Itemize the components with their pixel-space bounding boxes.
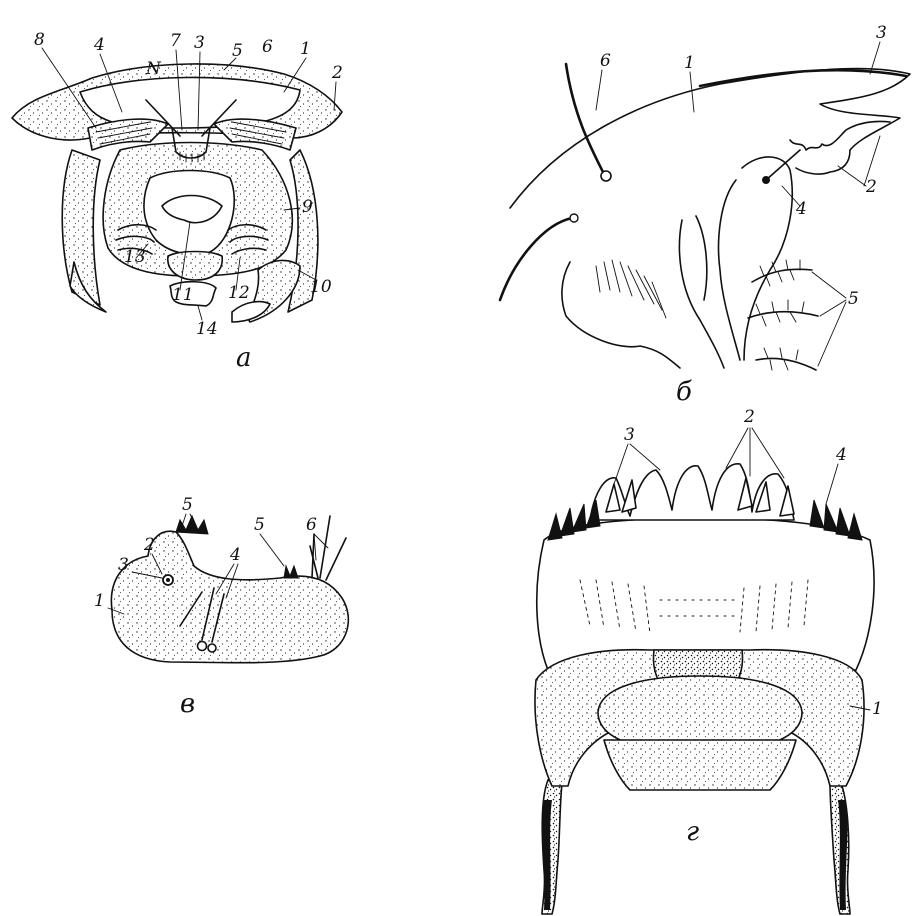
panel-b-seta-lower	[500, 218, 572, 300]
panel-v-label-5b: 5	[254, 515, 265, 535]
panel-b-label-2: 2	[865, 177, 877, 197]
panel-a-label-12: 12	[228, 283, 250, 303]
panel-b-label-6: 6	[600, 51, 611, 71]
panel-a-label-3: 3	[194, 33, 205, 53]
panel-a-label-7: 7	[170, 31, 181, 51]
panel-g-label-3: 3	[624, 425, 635, 445]
panel-a-label-11: 11	[172, 285, 194, 305]
panel-g-label-2: 2	[743, 407, 755, 427]
panel-v-label-4: 4	[229, 545, 241, 565]
panel-b-label-1: 1	[684, 53, 695, 73]
panel-a-label-1: 1	[300, 39, 311, 59]
panel-a-label-8: 8	[34, 30, 45, 50]
panel-g-sublabel: г	[686, 817, 699, 847]
panel-g-drawing: 3 2 4 1 г	[535, 407, 883, 914]
panel-v-label-1: 1	[94, 591, 105, 611]
panel-v-label-6: 6	[306, 515, 317, 535]
panel-g-label-4: 4	[835, 445, 847, 465]
panel-a-drawing	[12, 64, 342, 322]
panel-a-sublabel: a	[236, 343, 252, 373]
panel-a-label-10: 10	[310, 277, 332, 297]
panel-b-label-3: 3	[876, 23, 887, 43]
panel-v-sublabel: в	[180, 689, 195, 719]
panel-b-sublabel: б	[676, 377, 692, 407]
panel-b-drawing: 6 1 3 2 4 5 б	[500, 23, 910, 407]
panel-b-inner-lobe	[742, 157, 792, 360]
panel-a-head-inner	[80, 77, 300, 128]
panel-v-label-2: 2	[143, 535, 155, 555]
panel-v-label-5a: 5	[182, 495, 193, 515]
panel-b-plumose-setae	[748, 269, 818, 370]
panel-b-label-5: 5	[848, 289, 859, 309]
panel-a-label-4: 4	[93, 35, 105, 55]
panel-g-plate	[537, 518, 874, 670]
panel-a-label-n: N	[145, 59, 162, 79]
panel-a-label-2: 2	[331, 63, 343, 83]
panel-v-spines-right	[284, 566, 298, 578]
panel-g-label-1: 1	[872, 699, 883, 719]
panel-a-label-9: 9	[302, 197, 313, 217]
panel-v-label-3: 3	[118, 555, 129, 575]
panel-a-label-6: 6	[262, 37, 273, 57]
panel-a-label-5: 5	[232, 41, 243, 61]
panel-g-bottom-plate	[604, 740, 796, 790]
panel-v-drawing: 5 5 6 2 3 1 4 в	[94, 495, 348, 719]
panel-b-teeth	[790, 121, 890, 150]
panel-a-label-14: 14	[196, 319, 218, 339]
panel-b-basal	[562, 262, 680, 368]
